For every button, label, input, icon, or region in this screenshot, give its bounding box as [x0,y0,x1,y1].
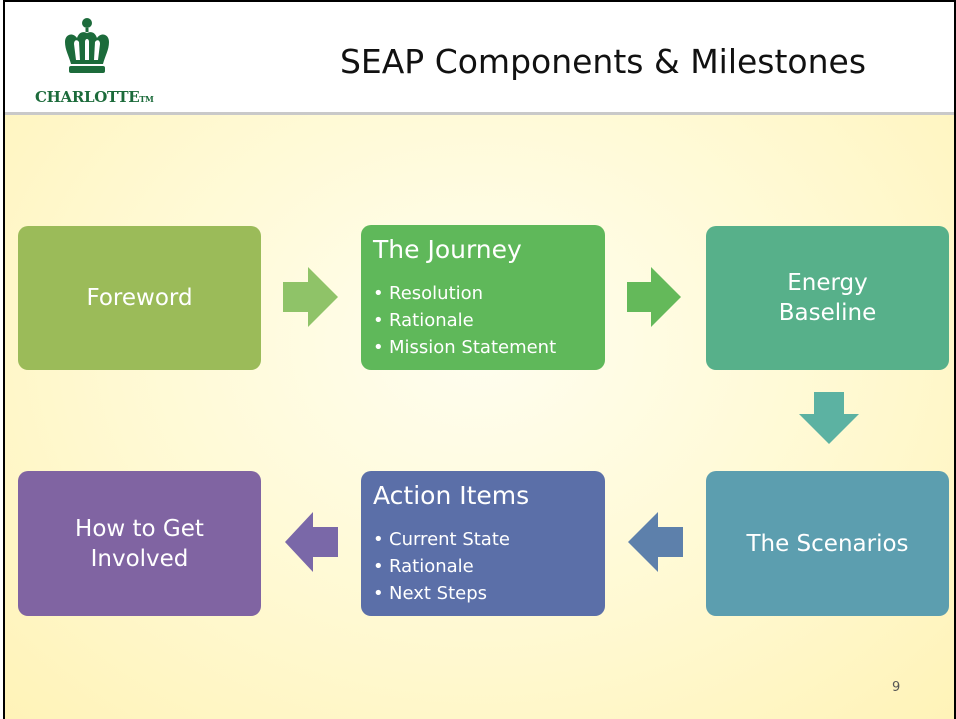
slide-border-left [3,0,5,719]
logo-wordmark: CHARLOTTETM [35,88,154,106]
arrow-left-icon [285,512,338,572]
step-title: The Journey [373,235,522,264]
logo-trademark: TM [139,94,154,104]
charlotte-logo: CHARLOTTETM [35,14,154,110]
arrow-right-icon [283,267,338,327]
slide-header: CHARLOTTETM SEAP Components & Milestones [5,2,954,112]
slide-border-top [3,0,956,2]
step-the-journey: The Journey •Resolution •Rationale •Miss… [361,225,605,370]
bullet-text: Next Steps [389,583,488,604]
slide-title: SEAP Components & Milestones [339,42,867,81]
step-energy-baseline: Energy Baseline [706,226,949,370]
logo-text: CHARLOTTE [35,88,140,106]
crown-icon [65,18,109,73]
page-number: 9 [892,680,901,695]
bullet-item: •Current State [373,529,510,550]
step-label: The Scenarios [746,530,909,557]
step-bullet-list: •Current State •Rationale •Next Steps [373,526,510,607]
step-label: How to Get Involved [75,515,204,572]
bullet-item: •Mission Statement [373,337,557,358]
slide-border-right [954,0,956,719]
step-title: Action Items [373,481,530,510]
bullet-item: •Resolution [373,283,484,304]
arrow-left-icon [628,512,683,572]
bullet-item: •Next Steps [373,583,488,604]
diagram-area [5,115,954,719]
step-label: Energy Baseline [778,270,877,326]
step-action-items: Action Items •Current State •Rationale •… [361,471,605,616]
step-how-to-get-involved: How to Get Involved [18,471,261,616]
header-divider [5,112,954,115]
step-foreword: Foreword [18,226,261,370]
arrow-down-icon [799,392,859,444]
arrow-right-icon [627,267,681,327]
bullet-text: Mission Statement [389,337,557,358]
bullet-text: Resolution [389,283,484,304]
bullet-text: Current State [389,529,510,550]
bullet-item: •Rationale [373,556,474,577]
step-label: Foreword [86,285,193,311]
step-bullet-list: •Resolution •Rationale •Mission Statemen… [373,280,556,361]
step-the-scenarios: The Scenarios [706,471,949,616]
bullet-text: Rationale [389,556,474,577]
bullet-text: Rationale [389,310,474,331]
bullet-item: •Rationale [373,310,474,331]
